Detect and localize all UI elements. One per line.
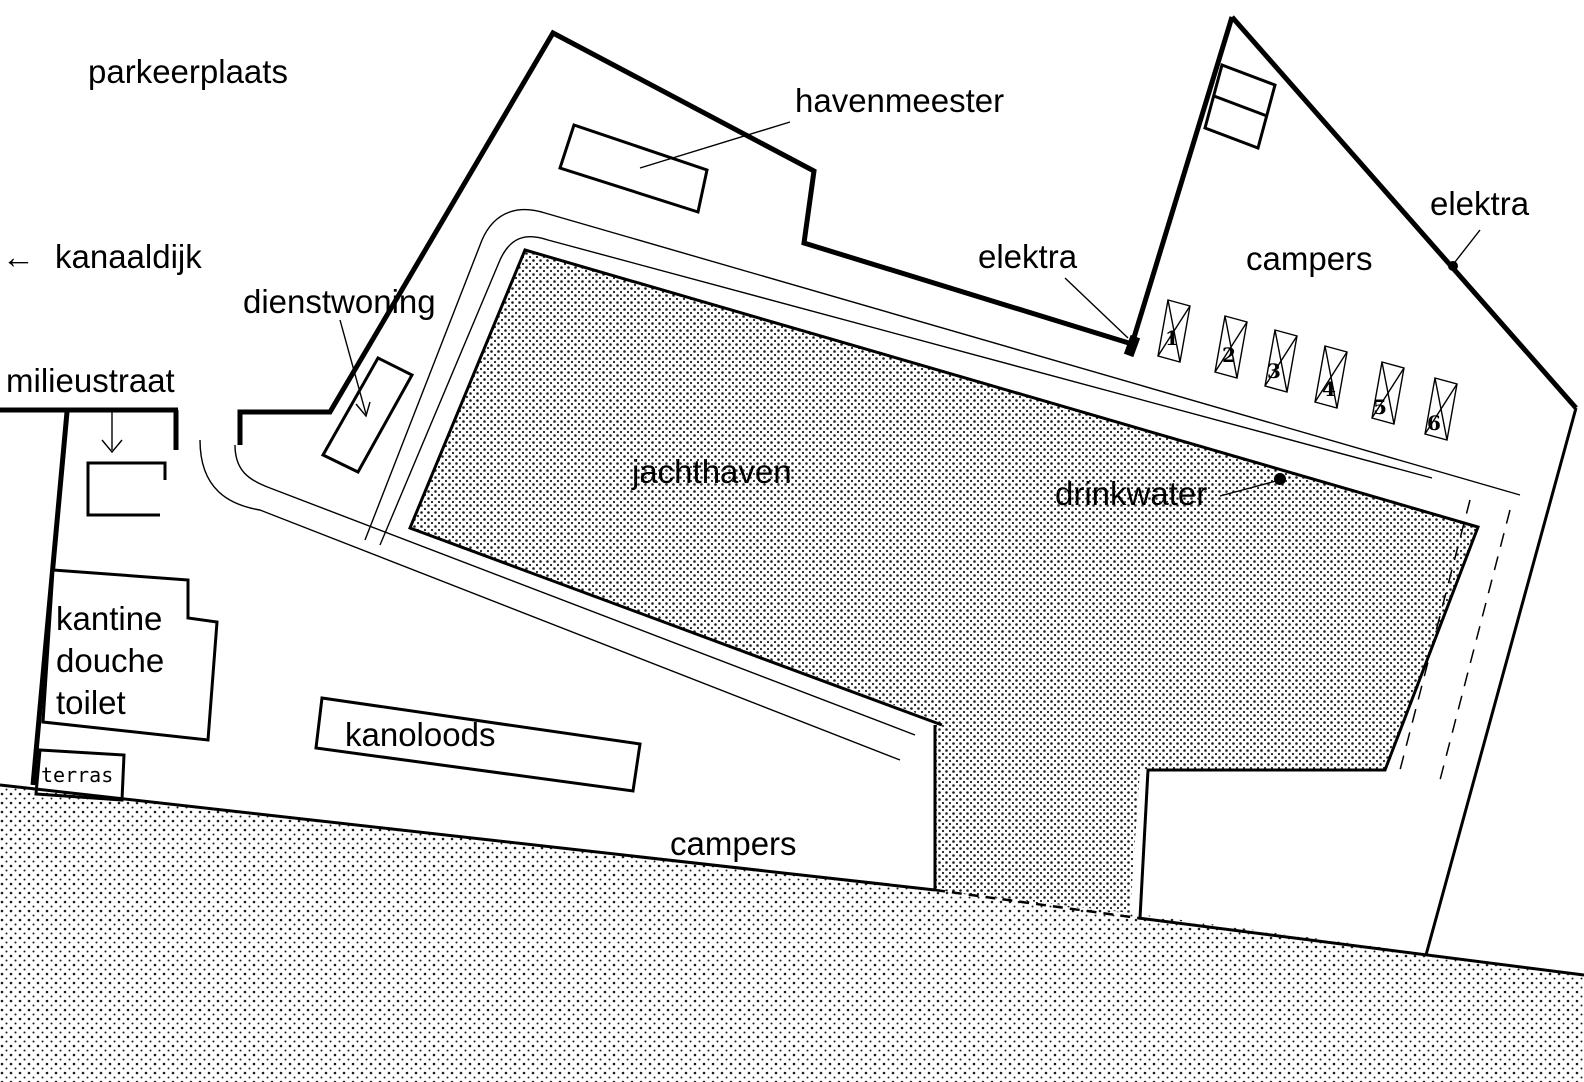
camper-field-wall-right	[1230, 15, 1578, 410]
drinkwater-pointer	[1219, 480, 1277, 497]
camper-spot-label-5: 5	[1373, 395, 1387, 419]
label-drinkwater: drinkwater	[1055, 475, 1207, 512]
east-boundary	[1424, 407, 1578, 956]
label-milieustraat: milieustraat	[6, 362, 175, 399]
camper-spot-3: 3	[1264, 329, 1298, 393]
camper-spot-label-4: 4	[1322, 377, 1336, 401]
shed-top-right	[1203, 63, 1277, 150]
label-kantine: kantine	[56, 600, 162, 637]
canal-water	[0, 785, 1584, 1082]
label-havenmeester: havenmeester	[795, 82, 1004, 119]
havenmeester-building	[558, 123, 709, 214]
label-parkeerplaats: parkeerplaats	[88, 53, 288, 90]
label-terras: terras	[41, 763, 113, 787]
label-douche: douche	[56, 642, 164, 679]
elektra-left-marker	[1123, 334, 1141, 358]
dienstwoning-pointer	[339, 319, 367, 415]
elektra-left-pointer	[1064, 277, 1129, 339]
milieustraat-arrowhead	[101, 439, 123, 454]
road-inner-top	[234, 444, 916, 736]
camper-spot-4: 4	[1314, 345, 1348, 409]
camper-field-wall-left	[1129, 16, 1235, 345]
label-campers-bottom: campers	[670, 825, 797, 862]
camper-spot-2: 2	[1214, 315, 1248, 379]
terras-area	[34, 748, 126, 802]
label-jachthaven: jachthaven	[631, 453, 792, 490]
kanoloods-building	[314, 696, 642, 793]
road-north-inner	[379, 236, 1433, 546]
drinkwater-marker	[1274, 473, 1286, 485]
basin-edge	[408, 248, 1480, 919]
kanaaldijk-arrow-icon: ←	[2, 238, 35, 275]
road-outer-top	[199, 439, 901, 761]
label-elektra-left: elektra	[978, 238, 1078, 275]
havenmeester-pointer	[639, 121, 791, 169]
canal-edge-left	[0, 783, 936, 892]
marina-basin	[410, 250, 1478, 913]
elektra-right-marker	[1448, 261, 1458, 271]
label-dienstwoning: dienstwoning	[243, 283, 436, 320]
label-toilet: toilet	[56, 684, 126, 721]
kantine-building	[41, 568, 219, 742]
camper-spot-6: 6	[1424, 377, 1458, 441]
dienstwoning-arrowhead	[355, 401, 371, 418]
north-boundary-wall	[237, 29, 1133, 445]
shed-top-right-divider	[1213, 94, 1268, 118]
canal-edge-right	[1137, 916, 1584, 977]
camper-spot-1: 1	[1157, 299, 1191, 363]
camper-spot-5: 5	[1371, 361, 1405, 425]
camper-spot-label-6: 6	[1427, 411, 1441, 435]
dienstwoning-building	[320, 356, 415, 474]
camper-spot-label-2: 2	[1222, 343, 1236, 367]
milieustraat-container	[86, 461, 167, 517]
label-kanoloods: kanoloods	[345, 716, 495, 753]
camper-spot-label-3: 3	[1267, 359, 1281, 383]
label-kanaaldijk: kanaaldijk	[55, 238, 202, 275]
road-north-outer	[364, 208, 1521, 541]
elektra-right-pointer	[1454, 229, 1481, 263]
label-campers-top: campers	[1246, 240, 1373, 277]
label-elektra-right: elektra	[1430, 185, 1530, 222]
camper-spot-label-1: 1	[1165, 326, 1179, 350]
canal-edge-dashed	[934, 888, 1139, 920]
